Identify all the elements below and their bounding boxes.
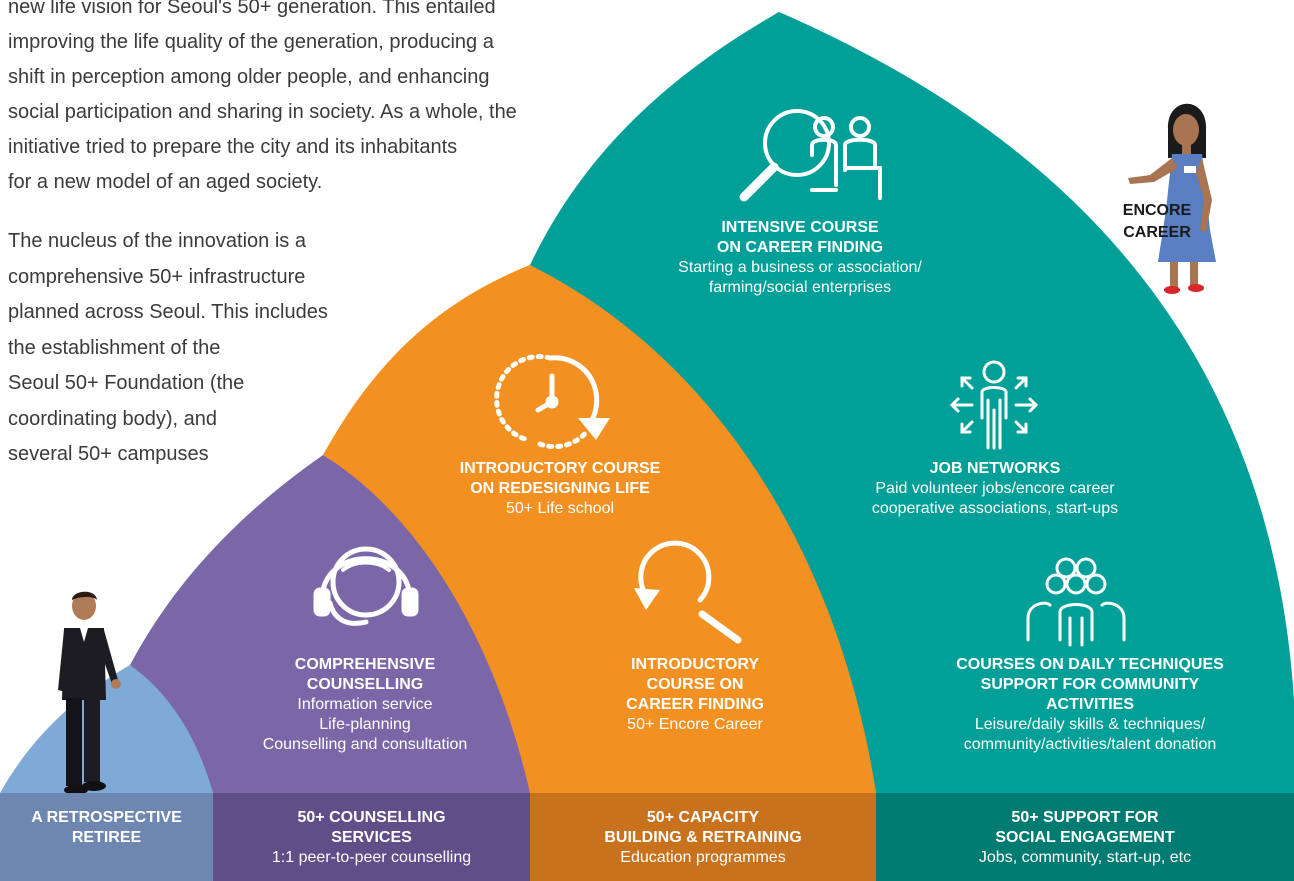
sub-line: Starting a business or association/ (678, 259, 922, 276)
network-person-icon (949, 360, 1039, 450)
intro-paragraph: new life vision for Seoul's 50+ generati… (8, 0, 648, 200)
group-icon (1026, 557, 1126, 647)
search-refresh-icon (634, 540, 742, 644)
redesigning-life-label: INTRODUCTORY COURSE ON REDESIGNING LIFE … (425, 459, 695, 519)
heading-line: INTRODUCTORY (631, 656, 759, 673)
bottom-sub-line: Jobs, community, start-up, etc (978, 849, 1192, 866)
bottom-heading-line: SOCIAL ENGAGEMENT (995, 829, 1175, 846)
teal-arc-area (530, 12, 1294, 793)
comprehensive-counselling-label: COMPREHENSIVE COUNSELLING Information se… (230, 655, 500, 755)
bottom-sub-line: Education programmes (620, 849, 786, 866)
bottom-heading-line: RETIREE (71, 829, 142, 846)
encore-career-woman-figure (1128, 103, 1216, 294)
purple-arc-area (130, 455, 530, 793)
bottom-heading-line: BUILDING & RETRAINING (604, 829, 802, 846)
bottom-sub-line: 1:1 peer-to-peer counselling (271, 849, 472, 866)
intro-career-finding-label: INTRODUCTORY COURSE ON CAREER FINDING 50… (570, 655, 820, 735)
heading-line: CAREER FINDING (626, 696, 764, 713)
intro-line: social participation and sharing in soci… (8, 101, 517, 123)
bottom-heading-line: 50+ COUNSELLING (297, 809, 446, 826)
retiree-man-figure (58, 591, 121, 795)
nucleus-line: planned across Seoul. This includes (8, 301, 328, 323)
job-networks-label: JOB NETWORKS Paid volunteer jobs/encore … (850, 459, 1140, 519)
nucleus-line: several 50+ campuses (8, 443, 209, 465)
intro-line: new life vision for Seoul's 50+ generati… (8, 0, 496, 18)
intro-line: improving the life quality of the genera… (8, 31, 494, 53)
nucleus-line: coordinating body), and (8, 407, 218, 430)
bottom-bar-teal (876, 793, 1294, 881)
sub-line: community/activities/talent donation (963, 736, 1217, 753)
sub-line: cooperative associations, start-ups (871, 500, 1119, 517)
heading-line: ON CAREER FINDING (716, 239, 884, 256)
bottom-heading-line: 50+ SUPPORT FOR (1011, 809, 1159, 826)
intro-line: initiative tried to prepare the city and… (8, 136, 458, 158)
bottom-cell-counselling: 50+ COUNSELLING SERVICES 1:1 peer-to-pee… (213, 793, 530, 881)
heading-line: SUPPORT FOR COMMUNITY (980, 676, 1200, 693)
heading-line: ACTIVITIES (1045, 696, 1134, 713)
sub-line: Life-planning (319, 716, 411, 733)
heading-line: JOB NETWORKS (929, 460, 1061, 477)
daily-techniques-label: COURSES ON DAILY TECHNIQUES SUPPORT FOR … (930, 655, 1250, 755)
sub-line: farming/social enterprises (708, 279, 892, 296)
nucleus-line: The nucleus of the innovation is a (8, 230, 306, 252)
bottom-bar-purple (213, 793, 530, 881)
bottom-bar-orange (530, 793, 876, 881)
encore-career-label: ENCORE CAREER (1112, 200, 1202, 244)
sub-line: Information service (297, 696, 433, 713)
bottom-heading-line: SERVICES (331, 829, 412, 846)
bottom-heading-line: A RETROSPECTIVE (31, 809, 182, 826)
bottom-cell-capacity: 50+ CAPACITY BUILDING & RETRAINING Educa… (530, 793, 876, 881)
encore-career-line: CAREER (1123, 224, 1191, 241)
sub-line: Paid volunteer jobs/encore career (875, 480, 1115, 497)
bottom-bar-blue (0, 793, 213, 881)
bottom-heading-line: 50+ CAPACITY (646, 809, 760, 826)
sub-line: 50+ Encore Career (627, 716, 763, 733)
sub-line: Leisure/daily skills & techniques/ (974, 716, 1206, 733)
heading-line: COURSE ON (646, 676, 744, 693)
clock-icon (494, 354, 610, 450)
heading-line: INTENSIVE COURSE (721, 219, 879, 236)
nucleus-paragraph: The nucleus of the innovation is a compr… (8, 224, 408, 473)
sub-line: 50+ Life school (505, 500, 615, 517)
heading-line: INTRODUCTORY COURSE (459, 460, 661, 477)
nucleus-line: the establishment of the (8, 336, 221, 359)
heading-line: COURSES ON DAILY TECHNIQUES (956, 656, 1224, 673)
heading-line: COMPREHENSIVE (294, 656, 436, 673)
heading-line: ON REDESIGNING LIFE (470, 480, 650, 497)
sub-line: Counselling and consultation (262, 736, 468, 753)
intro-line: shift in perception among older people, … (8, 66, 490, 88)
bottom-cell-social: 50+ SUPPORT FOR SOCIAL ENGAGEMENT Jobs, … (876, 793, 1294, 881)
headset-icon (313, 546, 419, 626)
nucleus-line: comprehensive 50+ infrastructure (8, 265, 306, 288)
heading-line: COUNSELLING (306, 676, 424, 693)
nucleus-line: Seoul 50+ Foundation (the (8, 372, 245, 394)
intro-line: for a new model of an aged society. (8, 171, 323, 193)
encore-career-line: ENCORE (1122, 202, 1192, 219)
bottom-cell-retiree: A RETROSPECTIVE RETIREE (0, 793, 213, 881)
light-blue-arc-area (0, 665, 213, 793)
interview-icon (739, 109, 882, 202)
intensive-career-finding-label: INTENSIVE COURSE ON CAREER FINDING Start… (660, 218, 940, 298)
